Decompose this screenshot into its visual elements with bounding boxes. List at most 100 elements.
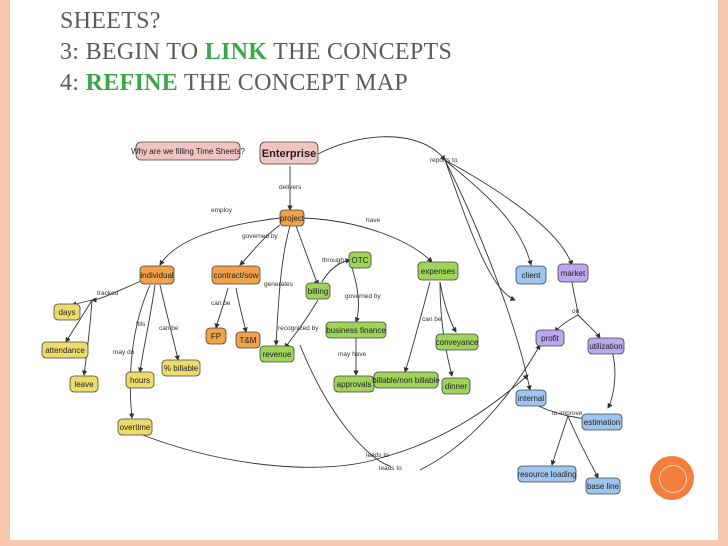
node-days: days	[53, 303, 81, 321]
label-may-have: may have	[338, 351, 367, 358]
label-leads-to-1: leads to	[366, 452, 389, 459]
title-accent-link: LINK	[204, 39, 268, 65]
node-dinner: dinner	[441, 377, 471, 395]
slide-border-bottom	[0, 540, 728, 546]
label-tracked: tracked	[97, 290, 119, 297]
label-governed-by-2: governed by	[345, 293, 382, 300]
node-resource-loading: resource loading	[517, 465, 577, 483]
edge-market-on	[571, 281, 579, 316]
edge-project-contract	[239, 224, 281, 266]
edge-improve-baseline	[567, 415, 599, 479]
edge-individual-billable	[159, 284, 180, 361]
label-can-be-3: can be	[422, 316, 442, 323]
edge-revenue-leads	[299, 344, 391, 467]
label-employ: employ	[211, 207, 233, 214]
node-project-text: project	[280, 214, 305, 223]
edge-otc-finance	[349, 261, 360, 323]
slide-border-right	[718, 0, 728, 546]
node-market-text: market	[561, 269, 586, 278]
nodes: Why are we filling Time Sheets? Enterpri…	[41, 141, 625, 495]
label-can-be-1: can be	[159, 325, 179, 332]
edge-individual-hours	[137, 284, 156, 373]
label-can-be-2: can be	[211, 300, 231, 307]
node-client-text: client	[522, 271, 541, 280]
node-revenue: revenue	[259, 345, 295, 363]
label-fills: fills	[136, 321, 146, 328]
edge-leads-profit	[419, 344, 541, 471]
label-have: have	[366, 217, 380, 224]
node-question-text: Why are we filling Time Sheets?	[131, 147, 245, 156]
node-otc-text: OTC	[352, 256, 369, 265]
node-client: client	[515, 265, 547, 285]
node-contract: contract/sow	[211, 265, 261, 285]
node-billable-non: billable/non billable	[372, 371, 440, 389]
node-project: project	[279, 209, 305, 227]
node-estimation: estimation	[581, 413, 623, 431]
edge-project-billing	[295, 225, 319, 286]
node-contract-text: contract/sow	[214, 271, 259, 280]
decorative-ring	[659, 465, 687, 493]
edge-enterprise-reports	[317, 136, 446, 161]
node-base-line: base line	[585, 477, 621, 495]
label-leads-to-2: leads to	[379, 465, 402, 472]
node-base-line-text: base line	[587, 482, 620, 491]
label-on: on	[572, 308, 580, 315]
node-conveyance-text: conveyance	[436, 338, 479, 347]
node-utilization-text: utilization	[589, 342, 622, 351]
node-otc: OTC	[348, 251, 372, 269]
edge-billing-otc	[321, 258, 351, 283]
label-may-do: may do	[113, 349, 135, 356]
edge-expenses-billable	[403, 281, 431, 373]
edge-project-revenue	[273, 225, 291, 346]
node-billing: billing	[305, 282, 331, 300]
label-generates: generates	[264, 281, 294, 288]
title-line3-suffix: THE CONCEPT MAP	[178, 70, 409, 96]
node-attendance: attendance	[41, 341, 89, 359]
title-line2-suffix: THE CONCEPTS	[267, 39, 453, 65]
node-overtime: overtime	[117, 418, 153, 436]
label-recognized-by: recognized by	[278, 325, 319, 332]
node-expenses-text: expenses	[421, 267, 455, 276]
edge-reports-market	[444, 159, 574, 266]
node-market: market	[557, 263, 589, 283]
edge-leads-internal	[379, 374, 529, 459]
label-delivers: delivers	[279, 184, 302, 191]
node-hours: hours	[125, 371, 155, 389]
edge-labels: delivers reports to employ have governed…	[97, 157, 583, 472]
node-billable-non-text: billable/non billable	[372, 376, 440, 385]
node-tm-text: T&M	[240, 336, 257, 345]
edge-billing-revenue	[284, 299, 319, 349]
title-line-2: 3: BEGIN TO LINK THE CONCEPTS	[60, 37, 700, 68]
node-approvals-text: approvals	[337, 380, 372, 389]
node-internal: internal	[515, 389, 547, 407]
node-billing-text: billing	[308, 287, 328, 296]
node-business-finance-text: business finance	[326, 326, 386, 335]
node-conveyance: conveyance	[435, 333, 479, 351]
node-individual-text: individual	[140, 271, 174, 280]
node-fp-text: FP	[211, 332, 221, 341]
node-tm: T&M	[235, 331, 261, 349]
node-utilization: utilization	[587, 337, 625, 355]
edge-expenses-conveyance	[439, 281, 457, 333]
slide-title: SHEETS? 3: BEGIN TO LINK THE CONCEPTS 4:…	[60, 6, 700, 99]
edge-overtime-leads	[134, 431, 381, 468]
edge-tracked-leave	[81, 299, 93, 376]
node-billable-pct-text: % billable	[164, 364, 199, 373]
edge-reports-profit	[444, 159, 516, 301]
slide-border-left	[0, 0, 10, 546]
edge-reports-client	[444, 159, 533, 266]
label-to-improve: to improve	[552, 410, 583, 417]
node-internal-text: internal	[518, 394, 544, 403]
node-fp: FP	[205, 327, 227, 345]
node-dinner-text: dinner	[445, 382, 468, 391]
node-attendance-text: attendance	[45, 346, 85, 355]
node-individual: individual	[139, 265, 175, 285]
title-accent-refine: REFINE	[85, 70, 179, 96]
edge-contract-tm	[235, 287, 248, 333]
label-through: through	[322, 257, 344, 264]
node-leave: leave	[69, 375, 99, 393]
edge-on-utilization	[577, 314, 601, 339]
edge-individual-overtime	[128, 284, 151, 419]
node-days-text: days	[59, 308, 76, 317]
